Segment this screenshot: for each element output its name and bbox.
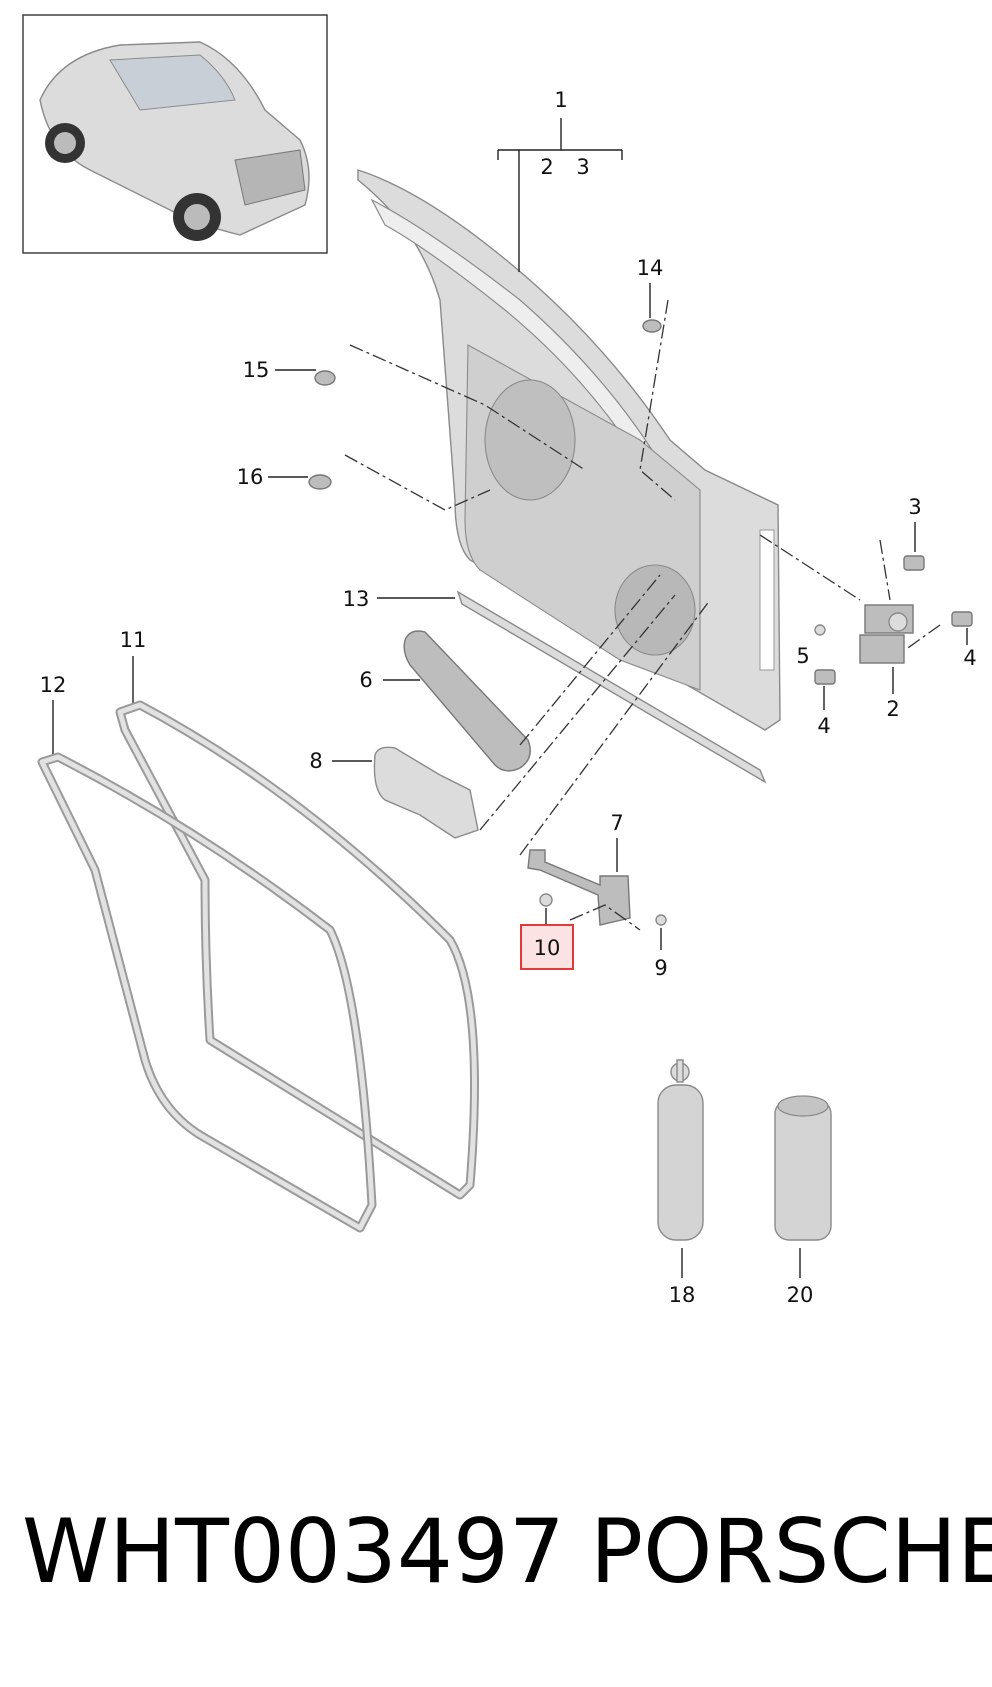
callout-12: 12: [37, 673, 377, 1233]
callout-4-right-label: 4: [963, 646, 976, 670]
door-strip-13: [456, 590, 767, 784]
callout-1-sub-2: 2: [540, 155, 553, 179]
part-number-text: WHT003497: [22, 1500, 565, 1603]
callout-2-label: 2: [886, 697, 899, 721]
bolt-4-left: [814, 669, 836, 685]
callout-18-label: 18: [669, 1283, 696, 1307]
callout-11: 11: [115, 628, 479, 1200]
sound-pad-6: [403, 630, 531, 772]
callout-11-label: 11: [120, 628, 147, 652]
hinge-lower: [859, 634, 905, 664]
callout-4-left-label: 4: [817, 714, 830, 738]
door-check-strap-7: [527, 849, 631, 926]
callout-6-label: 6: [359, 668, 372, 692]
callout-9-label: 9: [654, 956, 667, 980]
callout-6: 6: [359, 574, 661, 772]
callout-20-label: 20: [787, 1283, 814, 1307]
plug-16: [308, 474, 332, 490]
callout-10: 10: [520, 893, 574, 970]
callout-1: 1 2 3: [497, 88, 623, 272]
sealant-tube-18: [657, 1084, 704, 1241]
module-housing-8: [373, 746, 479, 839]
callout-7-label: 7: [610, 811, 623, 835]
highlight-box-10: [520, 924, 574, 970]
callout-14-label: 14: [637, 256, 664, 280]
callout-9: 9: [654, 914, 668, 980]
spray-can-20: [774, 1099, 832, 1241]
callout-3-label: 3: [908, 495, 921, 519]
bolt-3: [903, 555, 925, 571]
bolt-9: [655, 914, 667, 926]
plug-14: [642, 319, 662, 333]
callout-20: 20: [774, 1095, 832, 1307]
caption-bar: WHT003497 PORSCHE: [0, 1500, 992, 1620]
callout-15: 15: [243, 344, 586, 471]
callout-16: 16: [237, 454, 491, 511]
callout-13: 13: [343, 587, 767, 784]
brand-text: PORSCHE: [590, 1500, 992, 1603]
callout-1-sub-3: 3: [576, 155, 589, 179]
washer-5: [814, 624, 826, 636]
callout-13-label: 13: [343, 587, 370, 611]
callout-8: 8: [309, 594, 676, 839]
callout-5-label: 5: [796, 644, 809, 668]
callout-12-label: 12: [40, 673, 67, 697]
door-shell: [357, 169, 781, 731]
callout-10-label: 10: [534, 936, 561, 960]
callout-14: 14: [637, 256, 676, 501]
callout-8-label: 8: [309, 749, 322, 773]
bolt-10: [539, 893, 553, 907]
hinge-assembly: 3 4 5 4 2: [759, 495, 977, 738]
callout-16-label: 16: [237, 465, 264, 489]
vehicle-thumbnail: [22, 14, 328, 254]
callout-15-label: 15: [243, 358, 270, 382]
callout-1-label: 1: [554, 88, 567, 112]
bolt-4-right: [951, 611, 973, 627]
plug-15: [314, 370, 336, 386]
callout-18: 18: [657, 1059, 704, 1307]
callout-7: 7: [519, 599, 711, 931]
